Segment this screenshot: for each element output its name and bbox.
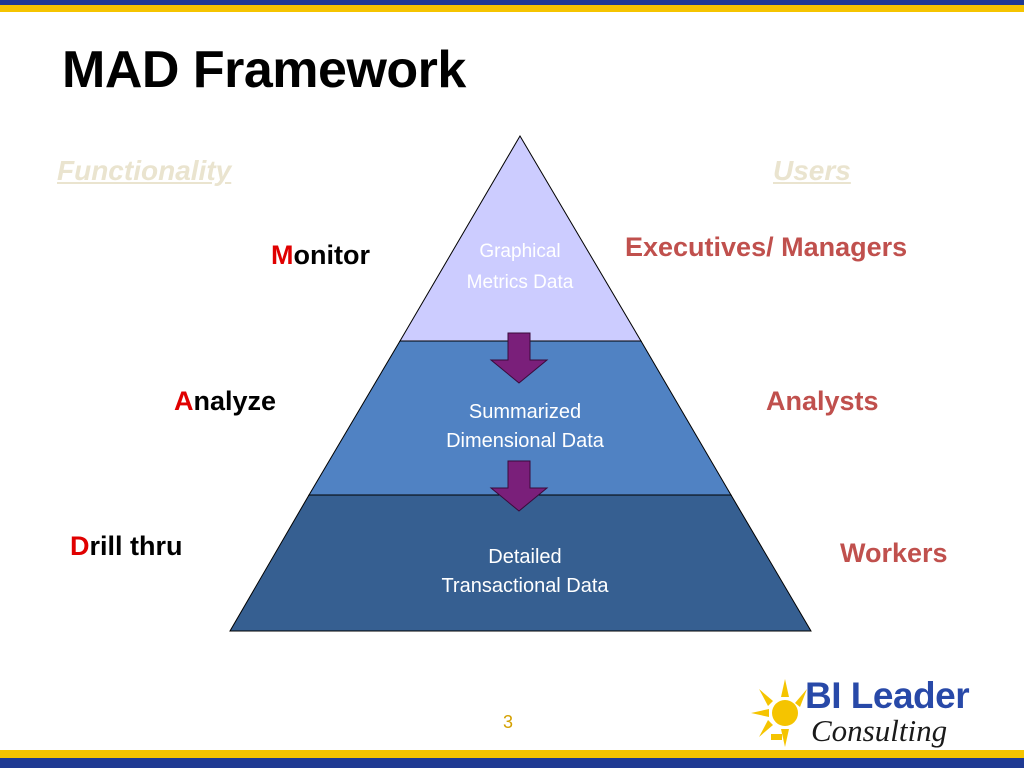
user-workers: Workers bbox=[840, 538, 948, 568]
function-analyze: Analyze bbox=[174, 386, 276, 417]
sun-star-icon bbox=[751, 679, 807, 747]
slide-title: MAD Framework bbox=[62, 41, 466, 99]
functionality-heading: Functionality bbox=[57, 155, 232, 186]
function-drill-initial: D bbox=[70, 531, 90, 561]
tier-middle-line1: Summarized bbox=[468, 401, 582, 423]
users-heading: Users bbox=[773, 155, 851, 186]
function-monitor-initial: M bbox=[271, 240, 294, 270]
function-drill-thru: Drill thru bbox=[70, 531, 183, 562]
user-executives-managers: Executives/ Managers bbox=[625, 232, 908, 262]
down-arrow-bottom bbox=[489, 460, 549, 512]
logo-secondary-text: Consulting bbox=[811, 713, 948, 748]
top-blue-stripe bbox=[0, 0, 1024, 5]
tier-top-line1: Graphical bbox=[479, 241, 561, 262]
function-monitor: Monitor bbox=[271, 240, 370, 271]
bottom-blue-stripe bbox=[0, 758, 1024, 768]
tier-middle-label: Summarized Dimensional Data bbox=[400, 398, 650, 456]
function-monitor-rest: onitor bbox=[293, 240, 370, 270]
user-analysts: Analysts bbox=[766, 386, 879, 416]
tier-bottom-line1: Detailed bbox=[488, 546, 562, 568]
logo-primary-text: BI Leader bbox=[805, 675, 970, 716]
function-analyze-initial: A bbox=[174, 386, 194, 416]
page-number: 3 bbox=[503, 712, 514, 732]
down-arrow-top bbox=[489, 332, 549, 384]
function-analyze-rest: nalyze bbox=[193, 386, 277, 416]
pyramid-bottom-tier bbox=[229, 494, 812, 632]
top-gold-stripe bbox=[0, 5, 1024, 12]
function-drill-rest: rill thru bbox=[89, 531, 183, 561]
bottom-gold-stripe bbox=[0, 750, 1024, 758]
tier-top-label: Graphical Metrics Data bbox=[420, 236, 620, 298]
company-logo: BI Leader Consulting bbox=[745, 673, 1005, 751]
tier-middle-line2: Dimensional Data bbox=[446, 430, 604, 452]
tier-bottom-label: Detailed Transactional Data bbox=[395, 543, 655, 601]
tier-top-line2: Metrics Data bbox=[466, 272, 574, 293]
tier-bottom-line2: Transactional Data bbox=[441, 575, 609, 597]
